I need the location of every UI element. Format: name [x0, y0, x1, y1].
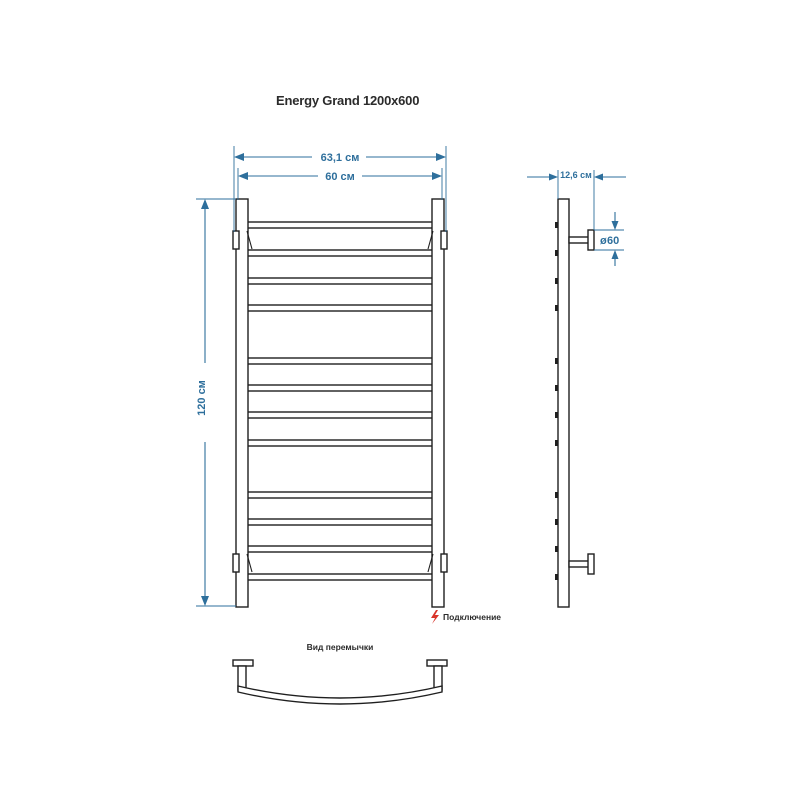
- bracket-top-left: [232, 230, 240, 250]
- drawing-title: Energy Grand 1200x600: [276, 93, 420, 108]
- height-dimension: 120 см: [196, 198, 236, 607]
- inner-width-label: 60 см: [325, 171, 355, 183]
- diameter-symbol: ø: [600, 235, 607, 247]
- connection-label: Подключение: [443, 612, 501, 622]
- lightning-bolt-icon: [431, 610, 439, 624]
- side-rung-mark: [555, 546, 558, 552]
- right-rail: [431, 198, 445, 608]
- outer-width-dimension: 63,1 см: [233, 146, 447, 232]
- diameter-label: 60: [607, 235, 619, 247]
- height-label: 120 см: [196, 380, 208, 416]
- rung: [245, 518, 435, 526]
- side-rung-mark: [555, 412, 558, 418]
- bracket-detail: [427, 553, 434, 573]
- side-rung-mark: [555, 358, 558, 364]
- rung: [245, 221, 435, 229]
- bridge-flange-right: [426, 659, 448, 667]
- outer-width-label: 63,1 см: [321, 152, 360, 164]
- connection-note: Подключение: [431, 610, 501, 624]
- front-view: [232, 198, 448, 608]
- bracket-bottom-left: [232, 553, 240, 573]
- rung: [245, 357, 435, 365]
- depth-dimension: 12,6 см: [527, 170, 626, 230]
- side-rung-mark: [555, 278, 558, 284]
- side-rung-mark: [555, 222, 558, 228]
- side-mount-bottom: [568, 560, 590, 568]
- inner-width-dimension: 60 см: [237, 168, 443, 200]
- rung: [245, 573, 435, 581]
- rung: [245, 249, 435, 257]
- bridge-arc: [237, 685, 443, 705]
- bridge-view-label: Вид перемычки: [307, 642, 374, 652]
- side-rung-mark: [555, 574, 558, 580]
- bracket-top-right: [440, 230, 448, 250]
- bridge-view: Вид перемычки: [232, 642, 448, 705]
- side-mount-plate-bottom: [587, 553, 595, 575]
- left-rail: [235, 198, 249, 608]
- rung: [245, 439, 435, 447]
- side-view: [555, 198, 595, 608]
- side-rung-mark: [555, 440, 558, 446]
- bridge-flange-left: [232, 659, 254, 667]
- rung: [245, 545, 435, 553]
- bracket-detail: [427, 230, 434, 250]
- side-rail: [557, 198, 570, 608]
- rung: [245, 384, 435, 392]
- depth-label: 12,6 см: [560, 170, 592, 180]
- side-rung-mark: [555, 492, 558, 498]
- rung: [245, 411, 435, 419]
- side-rung-marks: [555, 222, 558, 580]
- bracket-detail: [246, 230, 253, 250]
- side-rung-mark: [555, 519, 558, 525]
- diameter-dimension: ø 60: [594, 212, 624, 266]
- bracket-bottom-right: [440, 553, 448, 573]
- bracket-detail: [246, 553, 253, 573]
- side-mount-plate-top: [587, 229, 595, 251]
- rung: [245, 491, 435, 499]
- side-mount-top: [568, 236, 590, 244]
- side-rung-mark: [555, 250, 558, 256]
- rung: [245, 277, 435, 285]
- side-rung-mark: [555, 385, 558, 391]
- side-rung-mark: [555, 305, 558, 311]
- rung: [245, 304, 435, 312]
- rungs-group: [245, 221, 435, 581]
